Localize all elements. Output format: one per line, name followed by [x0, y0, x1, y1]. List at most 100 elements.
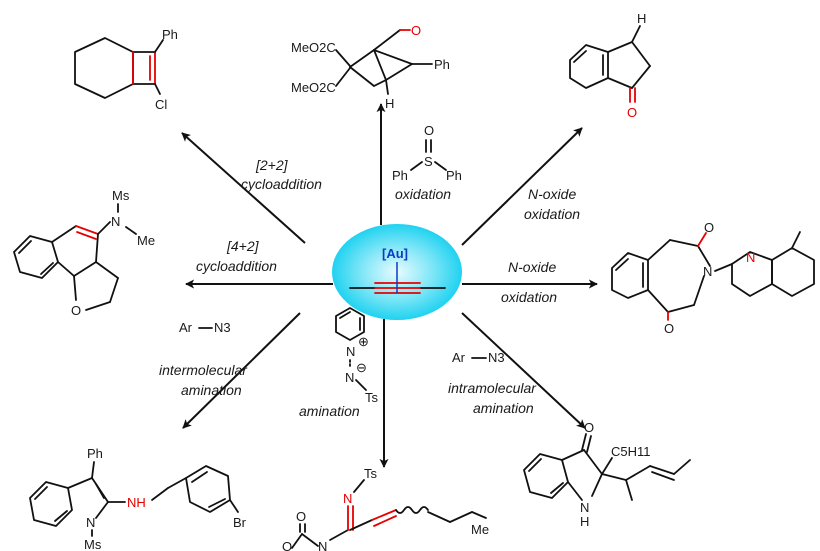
bch-h-bond — [385, 79, 389, 95]
label-4-2-line2: cycloaddition — [196, 258, 277, 274]
aryl-label-inter: Ar — [179, 320, 193, 335]
py-c2 — [109, 277, 119, 303]
product-indanone: H O — [569, 11, 651, 120]
sulfoxide-phenyl-2: Ph — [446, 168, 462, 183]
cb-cl-bond — [154, 83, 161, 95]
negative-charge: ⊖ — [356, 360, 367, 375]
wavy-bond — [395, 506, 429, 514]
bch-b6 — [373, 79, 387, 87]
in-co-2 — [586, 435, 592, 453]
aryl-azide-inter: Ar N3 intermolecular amination — [159, 320, 248, 398]
in-c3-c2 — [583, 449, 603, 475]
label-2-2-line2: cycloaddition — [241, 176, 322, 192]
s-ph-bond-2 — [434, 161, 447, 171]
indole-benzene — [29, 481, 73, 527]
np-c1 — [51, 225, 77, 243]
in-c2-n — [591, 473, 603, 497]
n-oxide-right-line2: oxidation — [501, 289, 557, 305]
benzazepine-oxygen-2: O — [664, 321, 674, 336]
ind-c4 — [607, 77, 633, 89]
bz-c5 — [667, 304, 695, 313]
pyridinium-ylide-reagent: N ⊕ N ⊖ Ts amination — [299, 307, 379, 419]
ai-n1 — [95, 501, 109, 519]
aryl-label-intra: Ar — [452, 350, 466, 365]
benzazepine-oxygen-1: O — [704, 220, 714, 235]
aryl-azide-intra: Ar N3 intramolecular amination — [448, 350, 537, 416]
in-db1 — [528, 458, 542, 472]
alkene-red-b — [373, 515, 397, 527]
np-db1 — [18, 240, 32, 254]
n-oxide-top-line2: oxidation — [524, 206, 580, 222]
gold-catalyst-label: [Au] — [382, 246, 408, 261]
n-me-bond — [125, 226, 137, 235]
inter-amination-line2: amination — [181, 382, 242, 398]
intra-amination-line2: amination — [473, 400, 534, 416]
pentyl-label: C5H11 — [611, 444, 651, 459]
cyclohexane-ring — [74, 37, 134, 99]
cyclobutene-phenyl: Ph — [162, 27, 178, 42]
quinoline-second-ring — [771, 247, 815, 297]
pyran-oxygen: O — [71, 303, 81, 318]
np-c4 — [73, 261, 97, 277]
label-oxidation-sulfoxide: oxidation — [395, 186, 451, 202]
arrow-to-cyclobutene — [181, 132, 306, 244]
in-side-2 — [625, 465, 651, 481]
methyl-label: Me — [137, 233, 155, 248]
bz-db1 — [615, 258, 629, 271]
bz-c3 — [697, 245, 711, 267]
product-oxazolidinone-imine: O O N N Ts Me — [282, 466, 489, 551]
oxazolidinone-ring-oxygen: O — [282, 539, 292, 551]
ai-c2c3-db — [95, 483, 105, 499]
np-db2 — [40, 262, 54, 275]
gold-catalyst-center: [Au] — [332, 224, 462, 320]
in-side-3-double-b — [651, 471, 675, 481]
bch-b1 — [335, 49, 351, 67]
arrow-to-aminoindole — [182, 312, 301, 429]
indanone-hydrogen: H — [637, 11, 646, 26]
in-db2 — [550, 482, 564, 494]
bch-cho-bond — [373, 29, 401, 51]
ar-br-bond — [229, 499, 239, 513]
indole-mesyl: Ms — [84, 537, 102, 551]
benzazepine-nitrogen: N — [703, 264, 712, 279]
alkene-red — [371, 509, 397, 521]
tosyl-label-ylide: Ts — [365, 390, 379, 405]
py-c1 — [85, 301, 111, 311]
in-side-4 — [673, 459, 691, 475]
imine-tosyl: Ts — [364, 466, 378, 481]
oxazolidinone-carbonyl-oxygen: O — [296, 509, 306, 524]
chain-1 — [427, 511, 451, 523]
product-benzazepinedione: O O N N — [611, 220, 815, 336]
indole-nitrogen: N — [86, 515, 95, 530]
sulfoxide-phenyl-1: Ph — [392, 168, 408, 183]
quin-methyl — [791, 231, 801, 249]
ind-h-bond — [631, 25, 641, 43]
label-2-2-cycloaddition: [2+2] cycloaddition — [241, 157, 322, 192]
product-bicyclohexane: MeO2C MeO2C O Ph H — [291, 23, 450, 111]
bromine-label: Br — [233, 515, 247, 530]
arrow-to-indolinone — [461, 312, 586, 429]
bicyclohexane-phenyl: Ph — [434, 57, 450, 72]
in-n-ar — [567, 481, 583, 501]
product-indolinone: O N H C5H11 — [523, 420, 691, 529]
chain-3 — [471, 511, 487, 519]
label-n-oxide-top: N-oxide oxidation — [524, 186, 580, 222]
n-oxide-top-line1: N-oxide — [528, 186, 576, 202]
intra-amination-line1: intramolecular — [448, 380, 537, 396]
pyr-db-1 — [339, 311, 351, 319]
ind-c1 — [607, 41, 633, 53]
azide-label-intra: N3 — [488, 350, 505, 365]
cb-ph-bond — [154, 39, 164, 53]
ox-c2-o — [291, 533, 303, 549]
pyridinium-ring — [335, 307, 365, 341]
ester-2: MeO2C — [291, 80, 336, 95]
bch-b5 — [373, 49, 387, 81]
label-n-oxide-right: N-oxide oxidation — [501, 259, 557, 305]
diphenyl-sulfoxide-reagent: O S Ph Ph oxidation — [392, 123, 462, 202]
np-c2-double — [75, 225, 99, 235]
ai-db2 — [54, 510, 68, 522]
nh-ch2 — [151, 487, 169, 501]
label-amination-ylide: amination — [299, 403, 360, 419]
product-aminoindole: N Ms Ph NH Br — [29, 446, 247, 551]
indolinone-nh-hydrogen: H — [580, 514, 589, 529]
